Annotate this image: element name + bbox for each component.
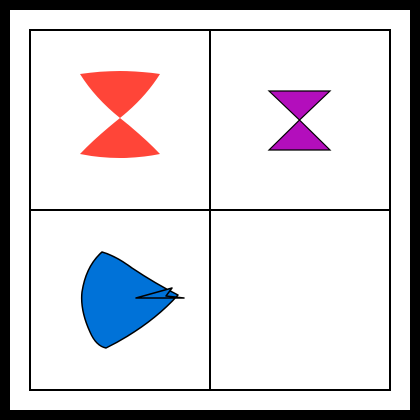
cell-top-left xyxy=(80,71,160,158)
purple-hourglass-shape xyxy=(267,90,332,151)
grid xyxy=(29,29,391,391)
cell-bottom-left xyxy=(80,251,185,349)
cell-top-right xyxy=(267,90,332,151)
grid-svg xyxy=(29,29,391,391)
blue-cone-body xyxy=(80,251,179,349)
red-hourglass-shape xyxy=(80,71,160,158)
puzzle-canvas xyxy=(10,10,410,410)
blue-cone-tip xyxy=(135,287,185,299)
